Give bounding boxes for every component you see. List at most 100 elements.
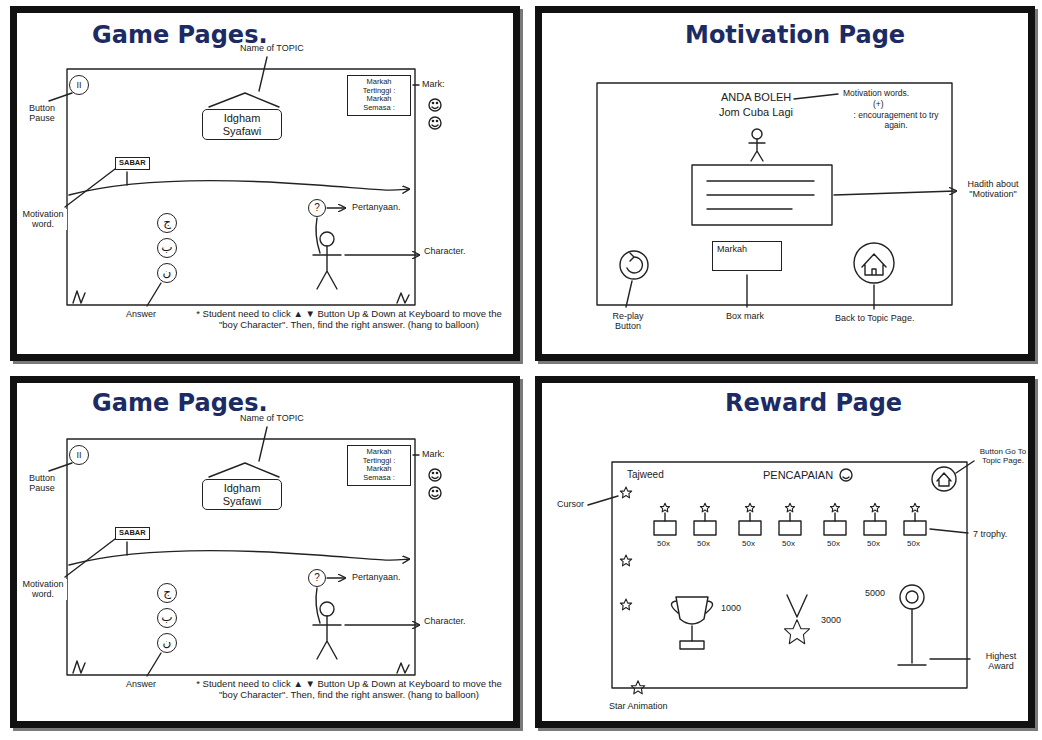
storyboard-panel: Game Pages.IIIdgham SyafawiMarkah Tertin… bbox=[10, 6, 520, 361]
node-text: II bbox=[76, 80, 81, 90]
leader-line bbox=[626, 281, 632, 307]
answer-circle: ج bbox=[157, 213, 177, 233]
callout-label: Hadith about "Motivation" bbox=[960, 179, 1026, 200]
smiley-icon bbox=[840, 469, 852, 481]
trophy-box bbox=[654, 521, 676, 535]
trophy-box bbox=[694, 521, 716, 535]
home-button bbox=[854, 243, 894, 283]
callout-label: Motivation words. bbox=[842, 89, 910, 99]
star-icon bbox=[700, 503, 709, 512]
trophy-row bbox=[654, 503, 926, 535]
game-page-sketch bbox=[49, 427, 441, 676]
mark-label: Mark: bbox=[421, 449, 446, 459]
replay-icon bbox=[627, 253, 642, 273]
leader-line bbox=[956, 461, 974, 473]
trophy-score: 50x bbox=[781, 539, 796, 548]
star-icon bbox=[910, 503, 919, 512]
node-text: Markah Semasa : bbox=[352, 95, 406, 112]
star-icon bbox=[785, 503, 794, 512]
trophy-box bbox=[739, 521, 761, 535]
leader-line bbox=[794, 94, 838, 99]
node-text: SABAR bbox=[119, 159, 146, 168]
trophy-score: 50x bbox=[696, 539, 711, 548]
cursor-icon bbox=[620, 487, 631, 498]
motivation-text: Jom Cuba Lagi bbox=[718, 106, 794, 119]
node-text: Idgham Syafawi bbox=[207, 482, 277, 507]
mark-box: Markah bbox=[712, 241, 782, 271]
trophy-score: 50x bbox=[866, 539, 881, 548]
award-score: 5000 bbox=[864, 588, 886, 598]
answer-circle: ب bbox=[157, 608, 177, 628]
node-text: Markah bbox=[717, 244, 747, 254]
score-box: Markah Tertinggi :Markah Semasa : bbox=[347, 445, 411, 486]
leader-line bbox=[873, 285, 874, 309]
game-page-sketch bbox=[49, 57, 441, 306]
storyboard-panel: Reward PageTajweedPENCAPAIANButton Go To… bbox=[535, 376, 1035, 728]
star-icon bbox=[660, 503, 669, 512]
round-trophy-inner bbox=[906, 591, 918, 603]
node-text: ? bbox=[314, 202, 320, 214]
callout-label: Re-play Button bbox=[602, 311, 654, 332]
answer-circle: ن bbox=[157, 633, 177, 653]
trophy-score: 50x bbox=[906, 539, 921, 548]
leader-line bbox=[930, 529, 968, 533]
motivation-screen bbox=[597, 83, 952, 305]
node-text: ج bbox=[163, 216, 171, 230]
pause-button: II bbox=[69, 445, 89, 465]
motivation-page-sketch bbox=[597, 83, 956, 309]
reward-screen bbox=[612, 462, 967, 688]
medal-star bbox=[784, 620, 809, 644]
leader-line bbox=[930, 658, 970, 659]
replay-button bbox=[620, 251, 648, 279]
node-text: Markah Tertinggi : bbox=[352, 78, 406, 95]
storyboard-panel: Game Pages.IIIdgham SyafawiMarkah Tertin… bbox=[10, 376, 520, 728]
trophy-stem bbox=[789, 513, 790, 521]
medal-ribbon bbox=[787, 595, 807, 617]
callout-label: Answer bbox=[125, 679, 157, 689]
sign-board: SABAR bbox=[115, 527, 150, 540]
instruction-note: * Student need to click ▲ ▼ Button Up & … bbox=[189, 679, 509, 701]
callout-label: Back to Topic Page. bbox=[834, 313, 915, 323]
topic-box: Idgham Syafawi bbox=[202, 109, 282, 140]
callout-label: Button Go To Topic Page. bbox=[978, 447, 1028, 465]
trophy-score: 50x bbox=[826, 539, 841, 548]
figure-head bbox=[752, 129, 762, 139]
leader-line bbox=[746, 275, 747, 307]
trophy-stem bbox=[834, 513, 835, 521]
callout-label: Highest Award bbox=[974, 651, 1028, 672]
question-balloon: ? bbox=[308, 569, 326, 587]
trophy-box bbox=[779, 521, 801, 535]
node-text: Idgham Syafawi bbox=[207, 112, 277, 137]
trophy-box bbox=[864, 521, 886, 535]
reward-page-sketch bbox=[588, 461, 974, 694]
trophy-stem bbox=[874, 513, 875, 521]
leader-line bbox=[588, 496, 618, 505]
trophy-stem bbox=[704, 513, 705, 521]
answer-circle: ن bbox=[157, 263, 177, 283]
star-icon bbox=[745, 503, 754, 512]
storyboard-panel: Motivation PageMarkahANDA BOLEHJom Cuba … bbox=[535, 6, 1035, 361]
callout-label: (+) bbox=[872, 100, 885, 110]
topic-callout: Name of TOPIC bbox=[239, 43, 305, 53]
node-text: ن bbox=[163, 266, 172, 280]
award-score: 1000 bbox=[720, 603, 742, 613]
trophy-stem bbox=[664, 513, 665, 521]
home-icon bbox=[937, 473, 951, 486]
achievement-heading: PENCAPAIAN bbox=[762, 469, 834, 482]
figure-body bbox=[749, 139, 765, 161]
node-text: SABAR bbox=[119, 529, 146, 538]
node-text: ب bbox=[161, 241, 172, 255]
trophy-box bbox=[824, 521, 846, 535]
hadith-box bbox=[692, 165, 832, 225]
home-icon bbox=[862, 254, 886, 275]
callout-label: Motivation word. bbox=[19, 209, 67, 230]
topic-callout: Name of TOPIC bbox=[239, 413, 305, 423]
answer-circle: ج bbox=[157, 583, 177, 603]
smiley-mouth bbox=[843, 477, 849, 479]
callout-label: Button Pause bbox=[19, 103, 65, 124]
callout-label: Star Animation bbox=[608, 701, 669, 711]
topic-label: Tajweed bbox=[626, 469, 665, 481]
callout-label: Pertanyaan. bbox=[351, 572, 402, 582]
cup-trophy bbox=[671, 597, 712, 641]
hadith-lines bbox=[707, 181, 814, 209]
